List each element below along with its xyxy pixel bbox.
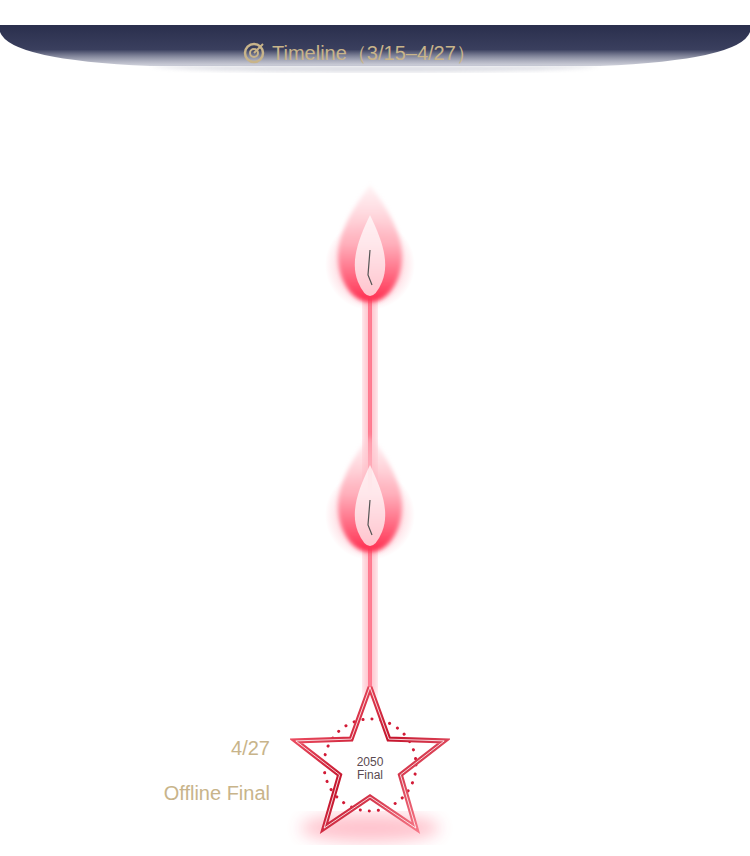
header-band <box>0 25 750 72</box>
flame-marker <box>325 435 415 560</box>
target-icon <box>245 44 263 62</box>
final-star: 2050 Final <box>290 683 450 838</box>
star-outline <box>296 687 444 828</box>
star-shadow <box>300 814 440 842</box>
stage-label: Offline Final <box>164 782 270 805</box>
date-label: 4/27 <box>231 737 270 760</box>
star-caption: 2050 Final <box>351 756 389 781</box>
timeline-title: Timeline（3/15–4/27） <box>272 40 476 67</box>
star-highlight <box>296 687 444 828</box>
flame-marker <box>325 185 415 310</box>
